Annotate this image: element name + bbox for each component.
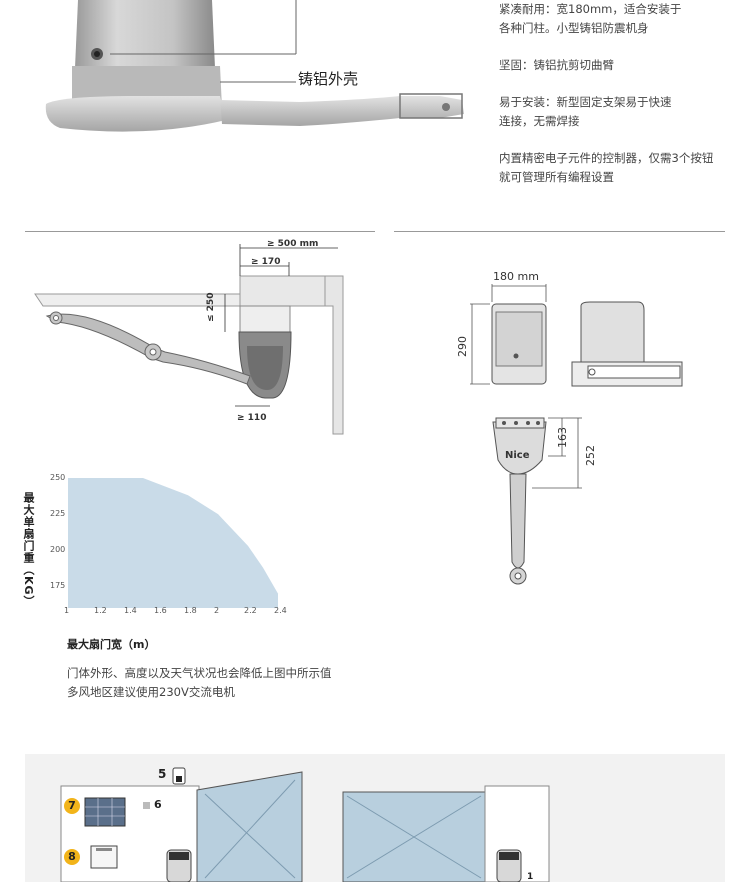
chart-x-tick: 1 [64, 606, 70, 615]
dim-min-170: ≥ 170 [251, 257, 280, 267]
chart-y-tick: 200 [50, 545, 66, 555]
chart-area-series [68, 478, 278, 608]
feature-line: 就可管理所有编程设置 [499, 170, 614, 184]
weight-chart [68, 478, 278, 608]
feature-line: 连接，无需焊接 [499, 114, 580, 128]
product-photo [45, 0, 464, 132]
feature-line: 内置精密电子元件的控制器，仅需3个按钮 [499, 151, 714, 165]
chart-x-tick: 2.2 [244, 606, 257, 615]
dim-max-250: ≤ 250 [206, 293, 216, 322]
dim-height: 290 [456, 336, 469, 357]
feature-1: 紧凑耐用：宽180mm，适合安装于 各种门柱。小型铸铝防震机身 [499, 0, 681, 38]
dimension-diagram: 180 mm 290 Nice 163 252 [456, 270, 683, 585]
item-8-badge: 8 [64, 849, 80, 865]
feature-line: 坚固：铸铝抗剪切曲臂 [499, 58, 614, 72]
chart-x-tick: 2.4 [274, 606, 287, 615]
item-6-number: 6 [154, 798, 162, 811]
chart-x-tick: 1.8 [184, 606, 197, 615]
chart-x-axis-label: 最大扇门宽（m） [67, 638, 156, 651]
dim-min-500: ≥ 500 mm [267, 239, 318, 249]
dim-arm-163: 163 [556, 427, 569, 448]
feature-line: 紧凑耐用：宽180mm，适合安装于 [499, 2, 682, 16]
chart-x-tick: 2 [214, 606, 220, 615]
installation-diagram: ≥ 500 mm ≥ 170 ≤ 250 ≥ 110 [34, 239, 344, 435]
chart-y-tick: 225 [50, 509, 66, 519]
feature-line: 各种门柱。小型铸铝防震机身 [499, 21, 649, 35]
system-diagram: 5 6 7 8 1 [25, 754, 725, 882]
chart-x-tick: 1.6 [154, 606, 167, 615]
dim-arm-252: 252 [584, 445, 597, 466]
chart-x-tick: 1.2 [94, 606, 107, 615]
divider-left [25, 231, 375, 232]
item-7-badge: 7 [64, 798, 80, 814]
item-5-number: 5 [158, 767, 167, 781]
feature-line: 易于安装：新型固定支架易于快速 [499, 95, 672, 109]
feature-4: 内置精密电子元件的控制器，仅需3个按钮 就可管理所有编程设置 [499, 149, 713, 187]
chart-y-axis-label: 最大单扇门重（KG） [22, 492, 35, 608]
chart-x-tick: 1.4 [124, 606, 137, 615]
chart-y-tick: 250 [50, 473, 66, 482]
feature-3: 易于安装：新型固定支架易于快速 连接，无需焊接 [499, 93, 672, 131]
callout-label: 铸铝外壳 [298, 70, 359, 88]
dim-width: 180 mm [493, 270, 539, 283]
system-drawing [60, 767, 550, 882]
item-1-number: 1 [527, 872, 534, 882]
divider-right [394, 231, 725, 232]
note-line-1: 门体外形、高度以及天气状况也会降低上图中所示值 [67, 666, 332, 680]
chart-y-tick: 175 [50, 581, 66, 591]
feature-2: 坚固：铸铝抗剪切曲臂 [499, 56, 614, 75]
dim-min-110: ≥ 110 [237, 413, 266, 423]
brand-logo: Nice [505, 450, 530, 461]
note-line-2: 多风地区建议使用230V交流电机 [67, 685, 235, 699]
